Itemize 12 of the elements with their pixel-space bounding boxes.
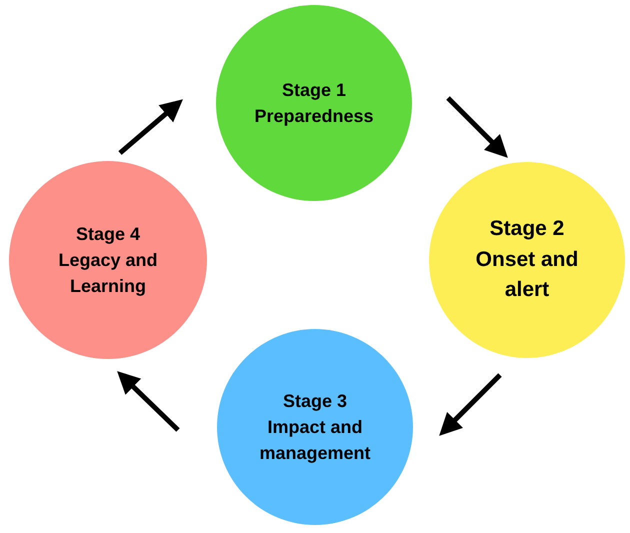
stage-title: Onset and alert: [474, 246, 580, 304]
stage-title: Legacy and Learning: [57, 248, 159, 298]
stage-title: Impact and management: [258, 416, 372, 466]
stage-title: Preparedness: [253, 105, 375, 128]
stage-heading: Stage 3: [282, 390, 348, 413]
arrow: [117, 371, 180, 432]
arrow: [439, 373, 502, 436]
stage-heading: Stage 1: [282, 78, 346, 102]
arrow: [446, 96, 508, 158]
stage-heading: Stage 4: [76, 222, 140, 246]
arrow: [118, 99, 183, 155]
stage-heading: Stage 2: [490, 216, 564, 242]
